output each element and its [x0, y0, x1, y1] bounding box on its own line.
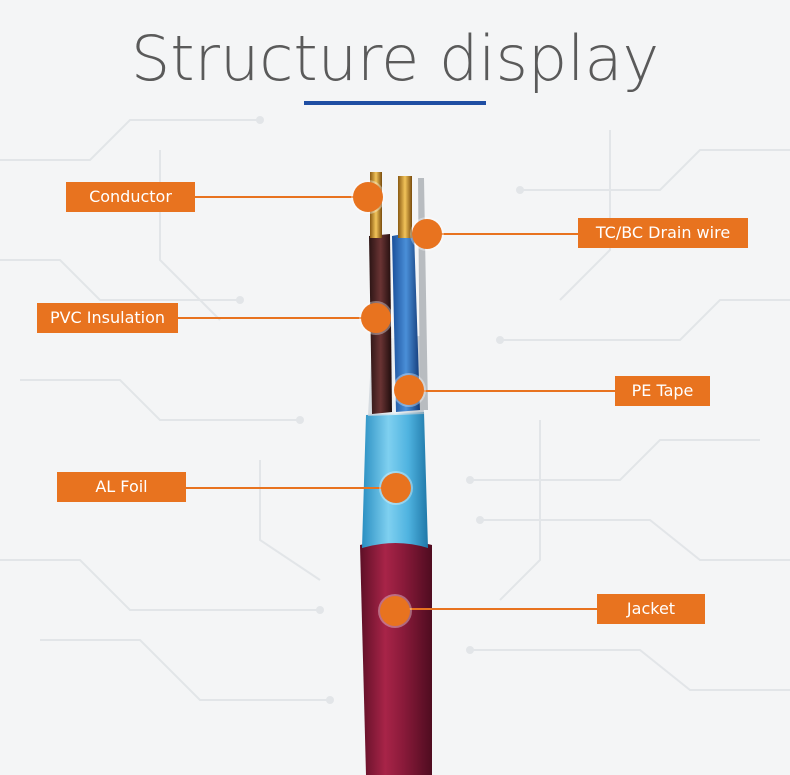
- title-underline: [304, 101, 486, 105]
- leader-conductor: [195, 196, 370, 198]
- marker-pe-tape: [394, 375, 424, 405]
- marker-jacket: [380, 596, 410, 626]
- label-jacket: Jacket: [597, 594, 705, 624]
- leader-pe-tape: [410, 390, 615, 392]
- leader-jacket: [397, 608, 597, 610]
- leader-pvc-insulation: [178, 317, 373, 319]
- leader-al-foil: [186, 487, 396, 489]
- label-al-foil: AL Foil: [57, 472, 186, 502]
- label-conductor: Conductor: [66, 182, 195, 212]
- label-pvc-insulation: PVC Insulation: [37, 303, 178, 333]
- marker-conductor: [353, 182, 383, 212]
- marker-drain-wire: [412, 219, 442, 249]
- page-title: Structure display: [130, 22, 660, 95]
- leader-drain-wire: [428, 233, 578, 235]
- marker-al-foil: [381, 473, 411, 503]
- marker-pvc-insulation: [361, 303, 391, 333]
- label-pe-tape: PE Tape: [615, 376, 710, 406]
- label-drain-wire: TC/BC Drain wire: [578, 218, 748, 248]
